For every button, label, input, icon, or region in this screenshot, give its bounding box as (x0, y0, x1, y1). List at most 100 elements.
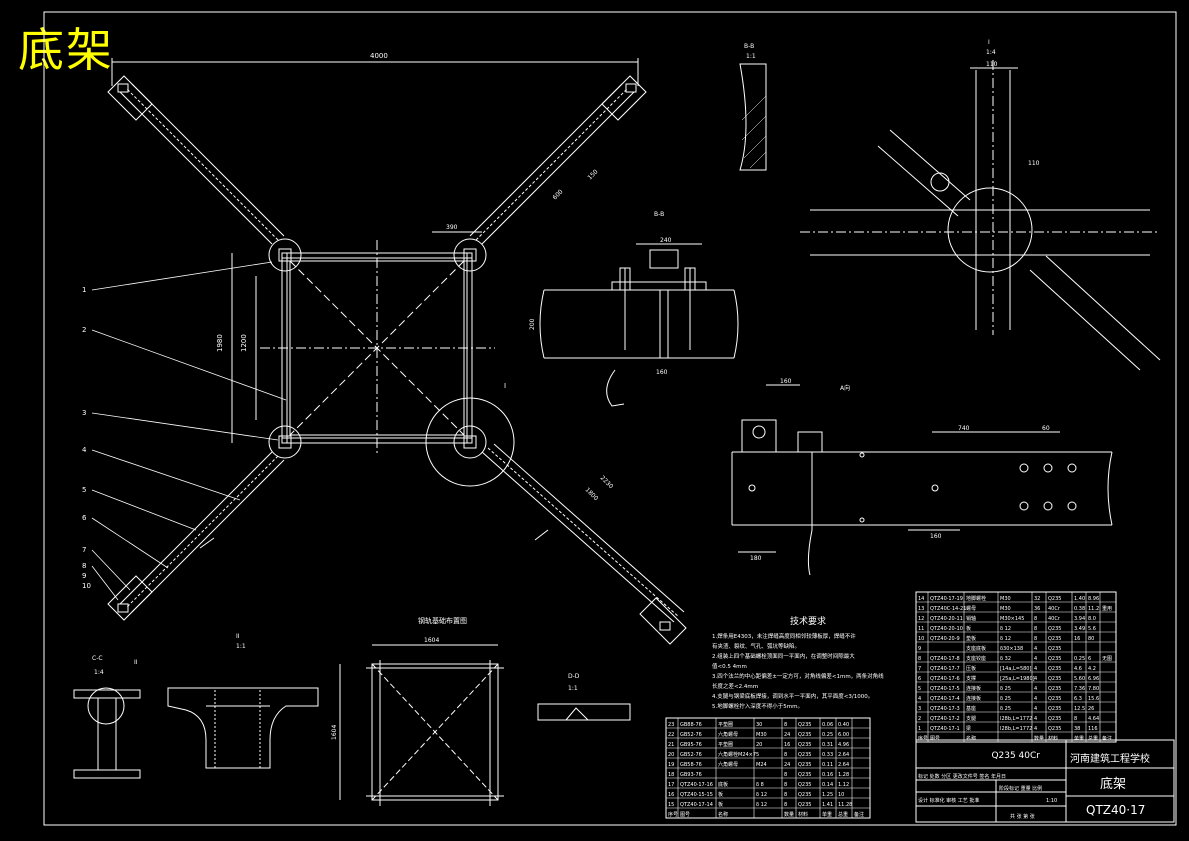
dim-740: 740 (958, 425, 970, 432)
bom-cell: QTZ40·17-16 (680, 782, 713, 788)
plate-layout: 钢轨基础布置图 1604 1604 (331, 616, 504, 806)
bom-cell: 8 (784, 722, 787, 728)
bom-cell: QTZ40·17-3 (930, 706, 960, 712)
view-a: A向 740 60 160 180 160 (731, 378, 1113, 576)
bom-cell: 1.41 (822, 802, 833, 808)
bom-cell: 压板 (966, 665, 976, 672)
title-stage: 阶段标记 重量 比例 (999, 785, 1042, 792)
bom-cell: 6.00 (838, 732, 849, 738)
bom-cell: 支座铰座 (966, 655, 986, 662)
bom-cell: 17 (668, 782, 674, 788)
bom-cell: 垫板 (966, 635, 976, 642)
bom-cell: 板 (718, 801, 723, 808)
bom-cell: 平垫圈 (718, 741, 733, 748)
bom-cell: δ 12 (756, 792, 767, 798)
dim-110b: 110 (1028, 160, 1040, 167)
detail-i-label: I (988, 39, 990, 46)
bom-cell: Q235 (798, 782, 811, 788)
dim-200: 200 (529, 318, 536, 330)
bom-cell: 重用 (1102, 605, 1112, 612)
bom-cell: 10 (838, 792, 844, 798)
bom-cell: 底板 (718, 781, 728, 788)
bom-cell: Q235 (1048, 656, 1061, 662)
bom-cell: 9 (918, 646, 921, 652)
dim-60: 60 (1042, 425, 1050, 432)
tech-line-6: 长度之差<2.4mm (712, 682, 758, 690)
section-be-scale: 1:1 (746, 53, 756, 60)
dim-overall: 4000 (370, 52, 388, 60)
callout-9: 9 (82, 572, 86, 580)
bom-cell: M30 (1000, 596, 1011, 602)
bom-cell: 2.64 (838, 762, 849, 768)
bom-cell: Q235 (1048, 716, 1061, 722)
bom-cell: 12 (918, 616, 924, 622)
bom-cell: 支座底板 (966, 645, 986, 652)
bom-cell: Q235 (1048, 626, 1061, 632)
bom-cell: 26 (1088, 706, 1094, 712)
section-be-label: B-B (744, 43, 754, 50)
section-be: B-B 1:1 (739, 43, 767, 171)
bom-cell: 板 (966, 625, 971, 632)
bom-cell: 序号 (918, 735, 928, 742)
bom-cell: GB95-76 (680, 742, 702, 748)
bom-cell: 11 (918, 626, 924, 632)
bom-cell: 10 (918, 636, 924, 642)
bom-cell: 1.28 (838, 772, 849, 778)
bom-cell: 6 (1088, 656, 1091, 662)
bom-cell: 7.80 (1088, 686, 1099, 692)
bom-cell: 8 (1074, 716, 1077, 722)
bom-cell: 1 (918, 726, 921, 732)
bom-cell: Q235 (1048, 646, 1061, 652)
bom-cell: Q235 (798, 792, 811, 798)
bom-cell: 4 (1034, 686, 1037, 692)
bom-frame (915, 591, 1117, 743)
section-cc-label: C-C (92, 655, 103, 662)
bom-cell: Q235 (798, 762, 811, 768)
bom-cell: QTZ40·15-15 (680, 792, 713, 798)
bom-cell: 0.33 (822, 752, 833, 758)
dim-160: 160 (656, 369, 668, 376)
bom-cell: 23 (668, 722, 674, 728)
bom-cell: 40Cr (1048, 606, 1061, 612)
bom-cell: 序号 (668, 811, 678, 818)
tech-line-1: 1.焊条用E4303，未注焊缝高度同相邻较薄板厚，焊缝不许 (712, 632, 856, 640)
tech-title: 技术要求 (790, 615, 826, 627)
bom-cell: Q235 (798, 732, 811, 738)
bom-cell: 支腿 (966, 715, 976, 722)
bom-cell: 8 (784, 752, 787, 758)
dim-1200: 1200 (240, 334, 248, 352)
bom-cell: 24 (784, 762, 790, 768)
bom-cell: I28b,L=1772 (1000, 716, 1032, 722)
tech-line-8: 5.地脚螺栓拧入深度不得小于5mm。 (712, 702, 803, 710)
callout-4: 4 (82, 446, 87, 454)
bom-cell: 0.06 (822, 722, 833, 728)
bom-cell: 4 (1034, 676, 1037, 682)
bom-cell: QTZ40·17-7 (930, 666, 960, 672)
bom-cell: δ 8 (756, 782, 764, 788)
bom-cell: QTZ40·17-14 (680, 802, 713, 808)
bom-cell: M30 (756, 732, 767, 738)
bom-cell: 名称 (718, 811, 728, 818)
dim-150: 150 (586, 168, 599, 181)
dim-1604b: 1604 (331, 725, 338, 740)
bom-cell: Q235 (798, 722, 811, 728)
bom-cell: GB58-76 (680, 762, 702, 768)
bom-cell: 1.12 (838, 782, 849, 788)
bom-cell: 11.28 (838, 802, 852, 808)
bom-cell: 16 (784, 742, 790, 748)
drawing-title: 底架 (18, 23, 114, 77)
callout-6: 6 (82, 514, 87, 522)
bom-cell: 40Cr (1048, 616, 1061, 622)
bom-cell: Q235 (798, 752, 811, 758)
bom-cell: 支撑 (966, 675, 976, 682)
bom-cell: 80 (1088, 636, 1094, 642)
callout-2: 2 (82, 326, 86, 334)
bom-cell: 0.38 (1074, 606, 1085, 612)
bom-cell: QTZ40·20-10 (930, 626, 963, 632)
bom-cell: 总重 (1088, 735, 1098, 742)
section-dd: D-D 1:1 (537, 673, 631, 721)
bom-cell: Q235 (1048, 686, 1061, 692)
bom-cell: 13 (918, 606, 924, 612)
title-material: Q235 40Cr (991, 751, 1040, 761)
